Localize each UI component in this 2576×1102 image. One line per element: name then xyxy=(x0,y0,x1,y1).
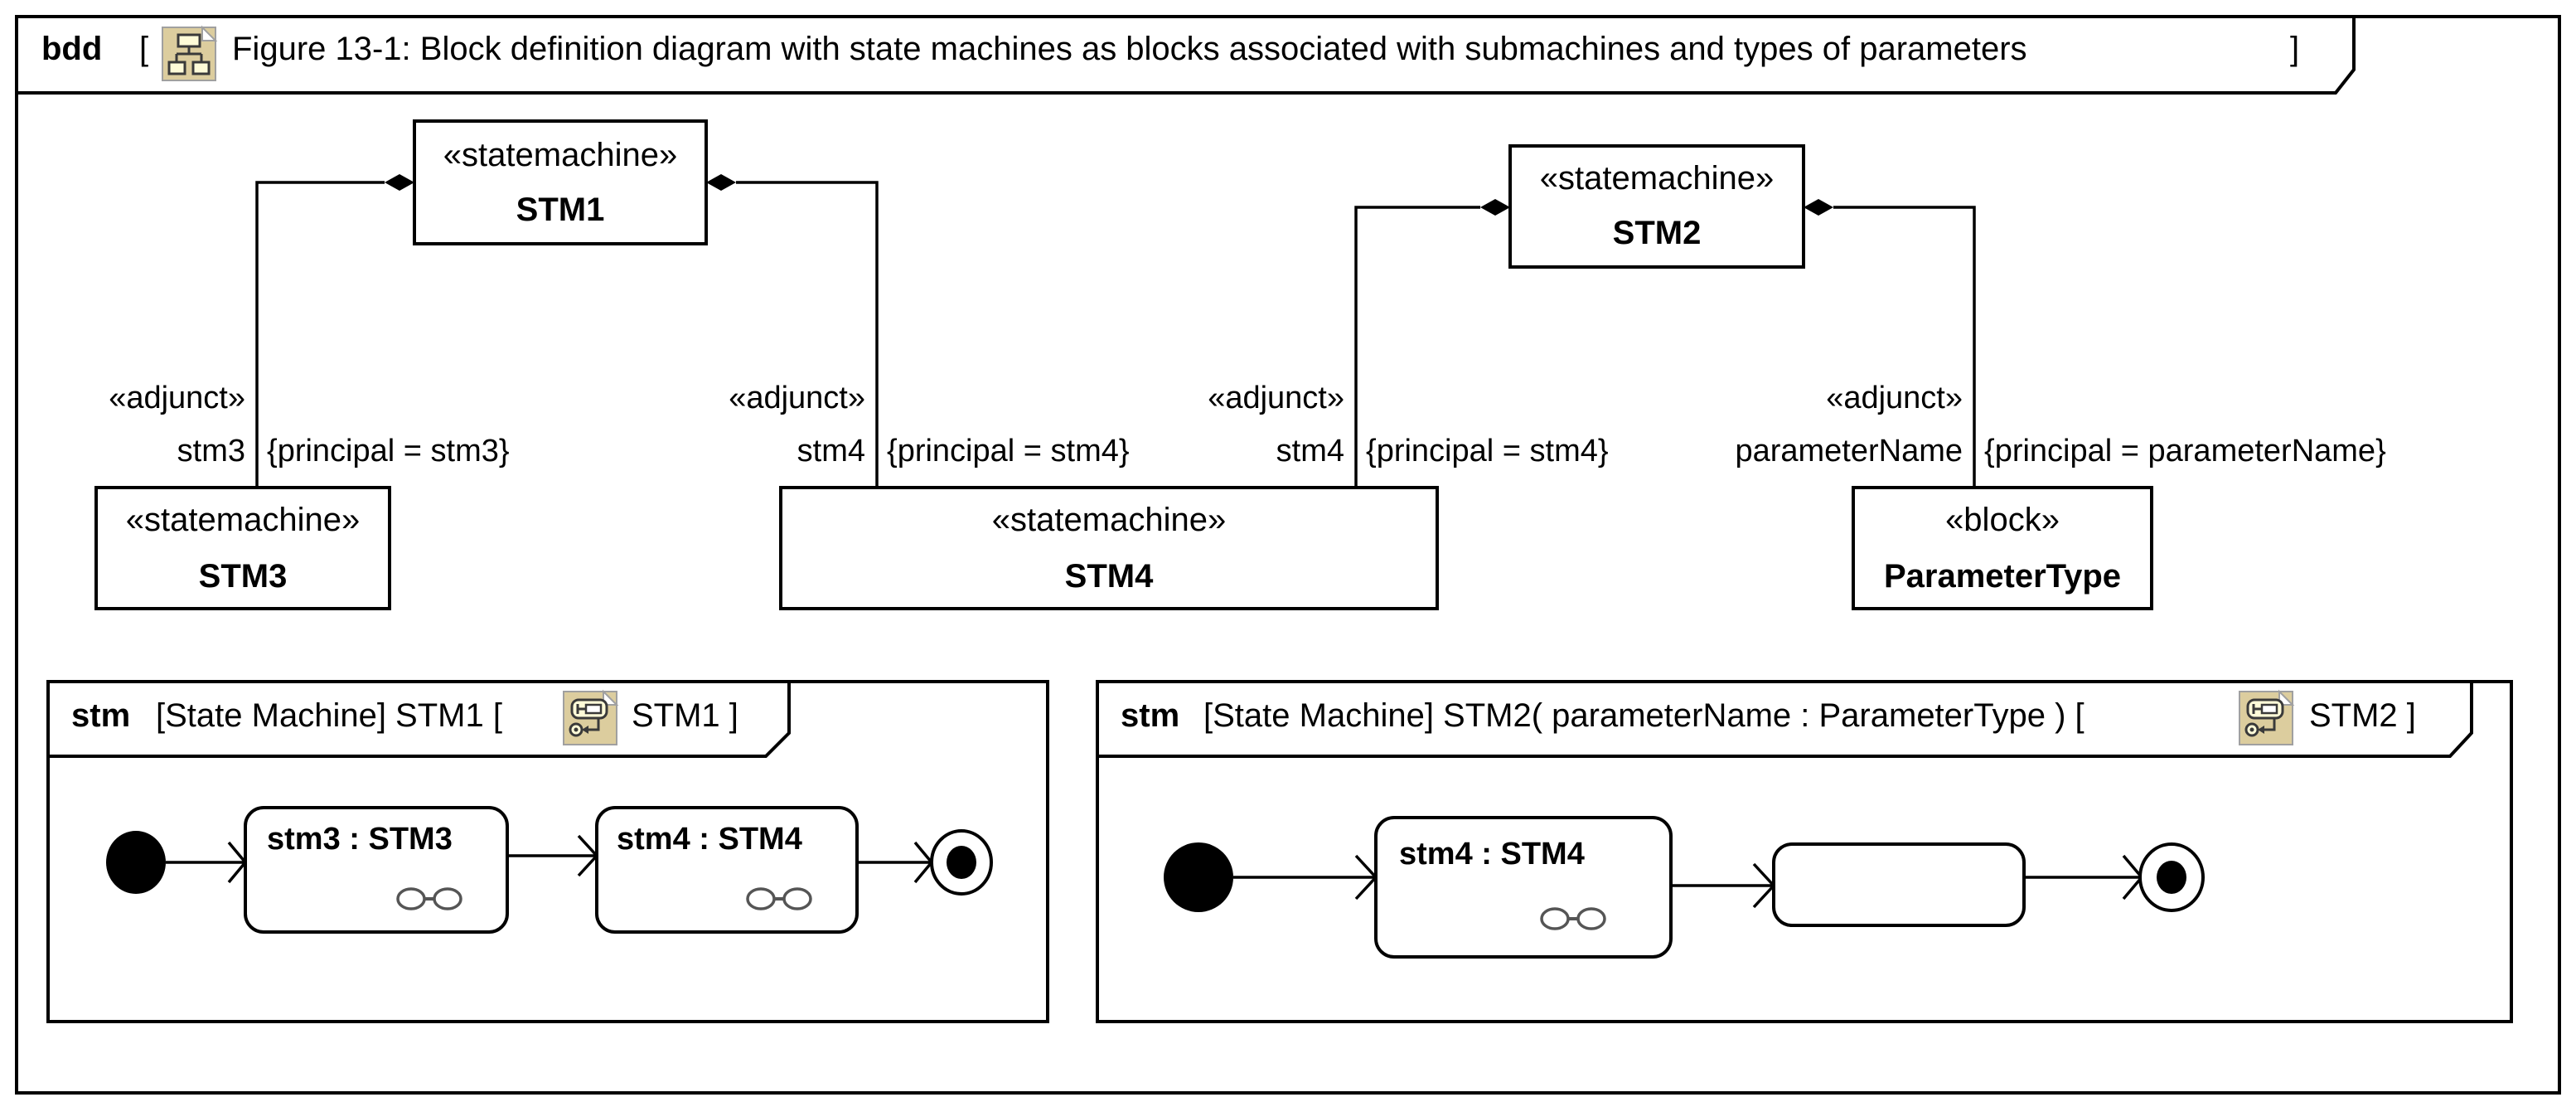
state-label: stm3 : STM3 xyxy=(267,822,453,857)
transition-arrow[interactable] xyxy=(166,841,248,884)
stm2-frame[interactable]: stm [State Machine] STM2( parameterName … xyxy=(1096,680,2513,1023)
principal-constraint-label: {principal = stm4} xyxy=(1366,434,1609,468)
block-stm4[interactable]: «statemachine» STM4 xyxy=(779,486,1439,610)
block-name: STM4 xyxy=(1065,558,1154,595)
role-name-label: stm4 xyxy=(1276,434,1344,468)
state-machine-diagram-icon xyxy=(562,690,618,746)
principal-constraint-label: {principal = parameterName} xyxy=(1984,434,2386,468)
block-stereotype: «block» xyxy=(1945,502,2060,538)
bdd-frame-kind: bdd xyxy=(41,31,102,67)
principal-constraint-label: {principal = stm4} xyxy=(887,434,1130,468)
bdd-close-bracket: ] xyxy=(2290,31,2299,67)
stm1-frame[interactable]: stm [State Machine] STM1 [ STM1 ] stm3 :… xyxy=(46,680,1049,1023)
block-name: STM3 xyxy=(199,558,288,595)
bdd-frame: bdd [ Figure 13-1: Block definition diag… xyxy=(15,15,2561,1095)
submachine-state[interactable]: stm3 : STM3 xyxy=(244,806,509,934)
submachine-state[interactable]: stm4 : STM4 xyxy=(1374,816,1673,959)
bdd-diagram-icon xyxy=(161,26,217,82)
stm2-frame-diagram-name: STM2 ] xyxy=(2309,697,2416,734)
composition-diamond-icon xyxy=(385,174,414,191)
submachine-state[interactable]: stm4 : STM4 xyxy=(595,806,859,934)
role-name-label: stm3 xyxy=(177,434,245,468)
block-stereotype: «statemachine» xyxy=(126,502,360,538)
block-name: STM1 xyxy=(516,192,605,228)
state-label: stm4 : STM4 xyxy=(617,822,802,857)
transition-arrow[interactable] xyxy=(1233,854,1378,901)
composition-diamond-icon xyxy=(1804,199,1833,216)
initial-pseudostate[interactable] xyxy=(106,831,166,894)
state-machine-diagram-icon xyxy=(2238,690,2294,746)
transition-arrow[interactable] xyxy=(857,841,934,884)
simple-state[interactable] xyxy=(1772,842,2026,927)
composition-diamond-icon xyxy=(1480,199,1510,216)
adjunct-stereotype-label: «adjunct» xyxy=(1208,381,1344,415)
transition-arrow[interactable] xyxy=(1671,862,1776,909)
adjunct-stereotype-label: «adjunct» xyxy=(1826,381,1963,415)
final-state[interactable] xyxy=(930,829,993,896)
adjunct-stereotype-label: «adjunct» xyxy=(109,381,245,415)
role-name-label: stm4 xyxy=(797,434,865,468)
bdd-title: Figure 13-1: Block definition diagram wi… xyxy=(232,31,2027,67)
stm1-frame-diagram-name: STM1 ] xyxy=(632,697,738,734)
block-name: STM2 xyxy=(1613,215,1702,251)
state-label: stm4 : STM4 xyxy=(1399,837,1585,871)
block-stereotype: «statemachine» xyxy=(992,502,1226,538)
block-stereotype: «statemachine» xyxy=(443,137,677,173)
stm1-frame-kind: stm xyxy=(71,697,130,734)
composition-diamond-icon xyxy=(706,174,736,191)
association-stm1-stm3[interactable] xyxy=(255,174,414,488)
block-stm1[interactable]: «statemachine» STM1 xyxy=(413,119,708,245)
adjunct-stereotype-label: «adjunct» xyxy=(729,381,865,415)
stm2-frame-kind: stm xyxy=(1121,697,1179,734)
association-stm1-stm4[interactable] xyxy=(706,174,879,488)
bdd-open-bracket: [ xyxy=(139,31,148,67)
stm2-frame-header: [State Machine] STM2( parameterName : Pa… xyxy=(1203,697,2085,734)
block-stm2[interactable]: «statemachine» STM2 xyxy=(1508,144,1805,269)
transition-arrow[interactable] xyxy=(2024,854,2144,901)
block-name: ParameterType xyxy=(1884,558,2121,595)
role-name-label: parameterName xyxy=(1735,434,1963,468)
association-stm2-stm4[interactable] xyxy=(1354,199,1510,488)
transition-arrow[interactable] xyxy=(507,834,599,877)
stm1-frame-header: [State Machine] STM1 [ xyxy=(156,697,502,734)
block-stm3[interactable]: «statemachine» STM3 xyxy=(94,486,391,610)
principal-constraint-label: {principal = stm3} xyxy=(267,434,510,468)
block-stereotype: «statemachine» xyxy=(1540,160,1774,197)
initial-pseudostate[interactable] xyxy=(1164,842,1233,912)
association-stm2-parametertype[interactable] xyxy=(1804,199,1976,488)
final-state[interactable] xyxy=(2138,842,2205,912)
block-parametertype[interactable]: «block» ParameterType xyxy=(1852,486,2153,610)
